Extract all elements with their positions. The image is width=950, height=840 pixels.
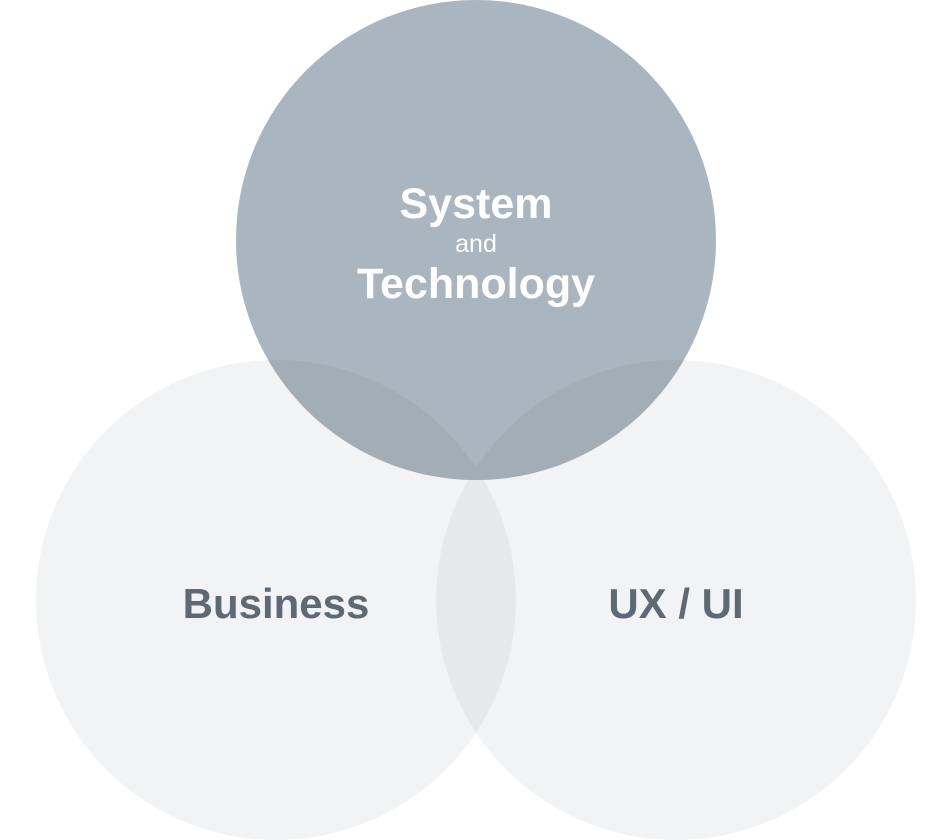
system-label-line-1: System <box>399 180 553 228</box>
system-technology-label: System and Technology <box>336 178 616 310</box>
ux-ui-circle <box>436 360 916 840</box>
ux-ui-label: UX / UI <box>608 580 744 627</box>
system-technology-circle <box>236 0 716 480</box>
system-label-line-2: and <box>455 230 497 258</box>
business-circle <box>36 360 516 840</box>
business-label: Business <box>182 580 370 627</box>
system-label-line-3: Technology <box>356 260 596 308</box>
